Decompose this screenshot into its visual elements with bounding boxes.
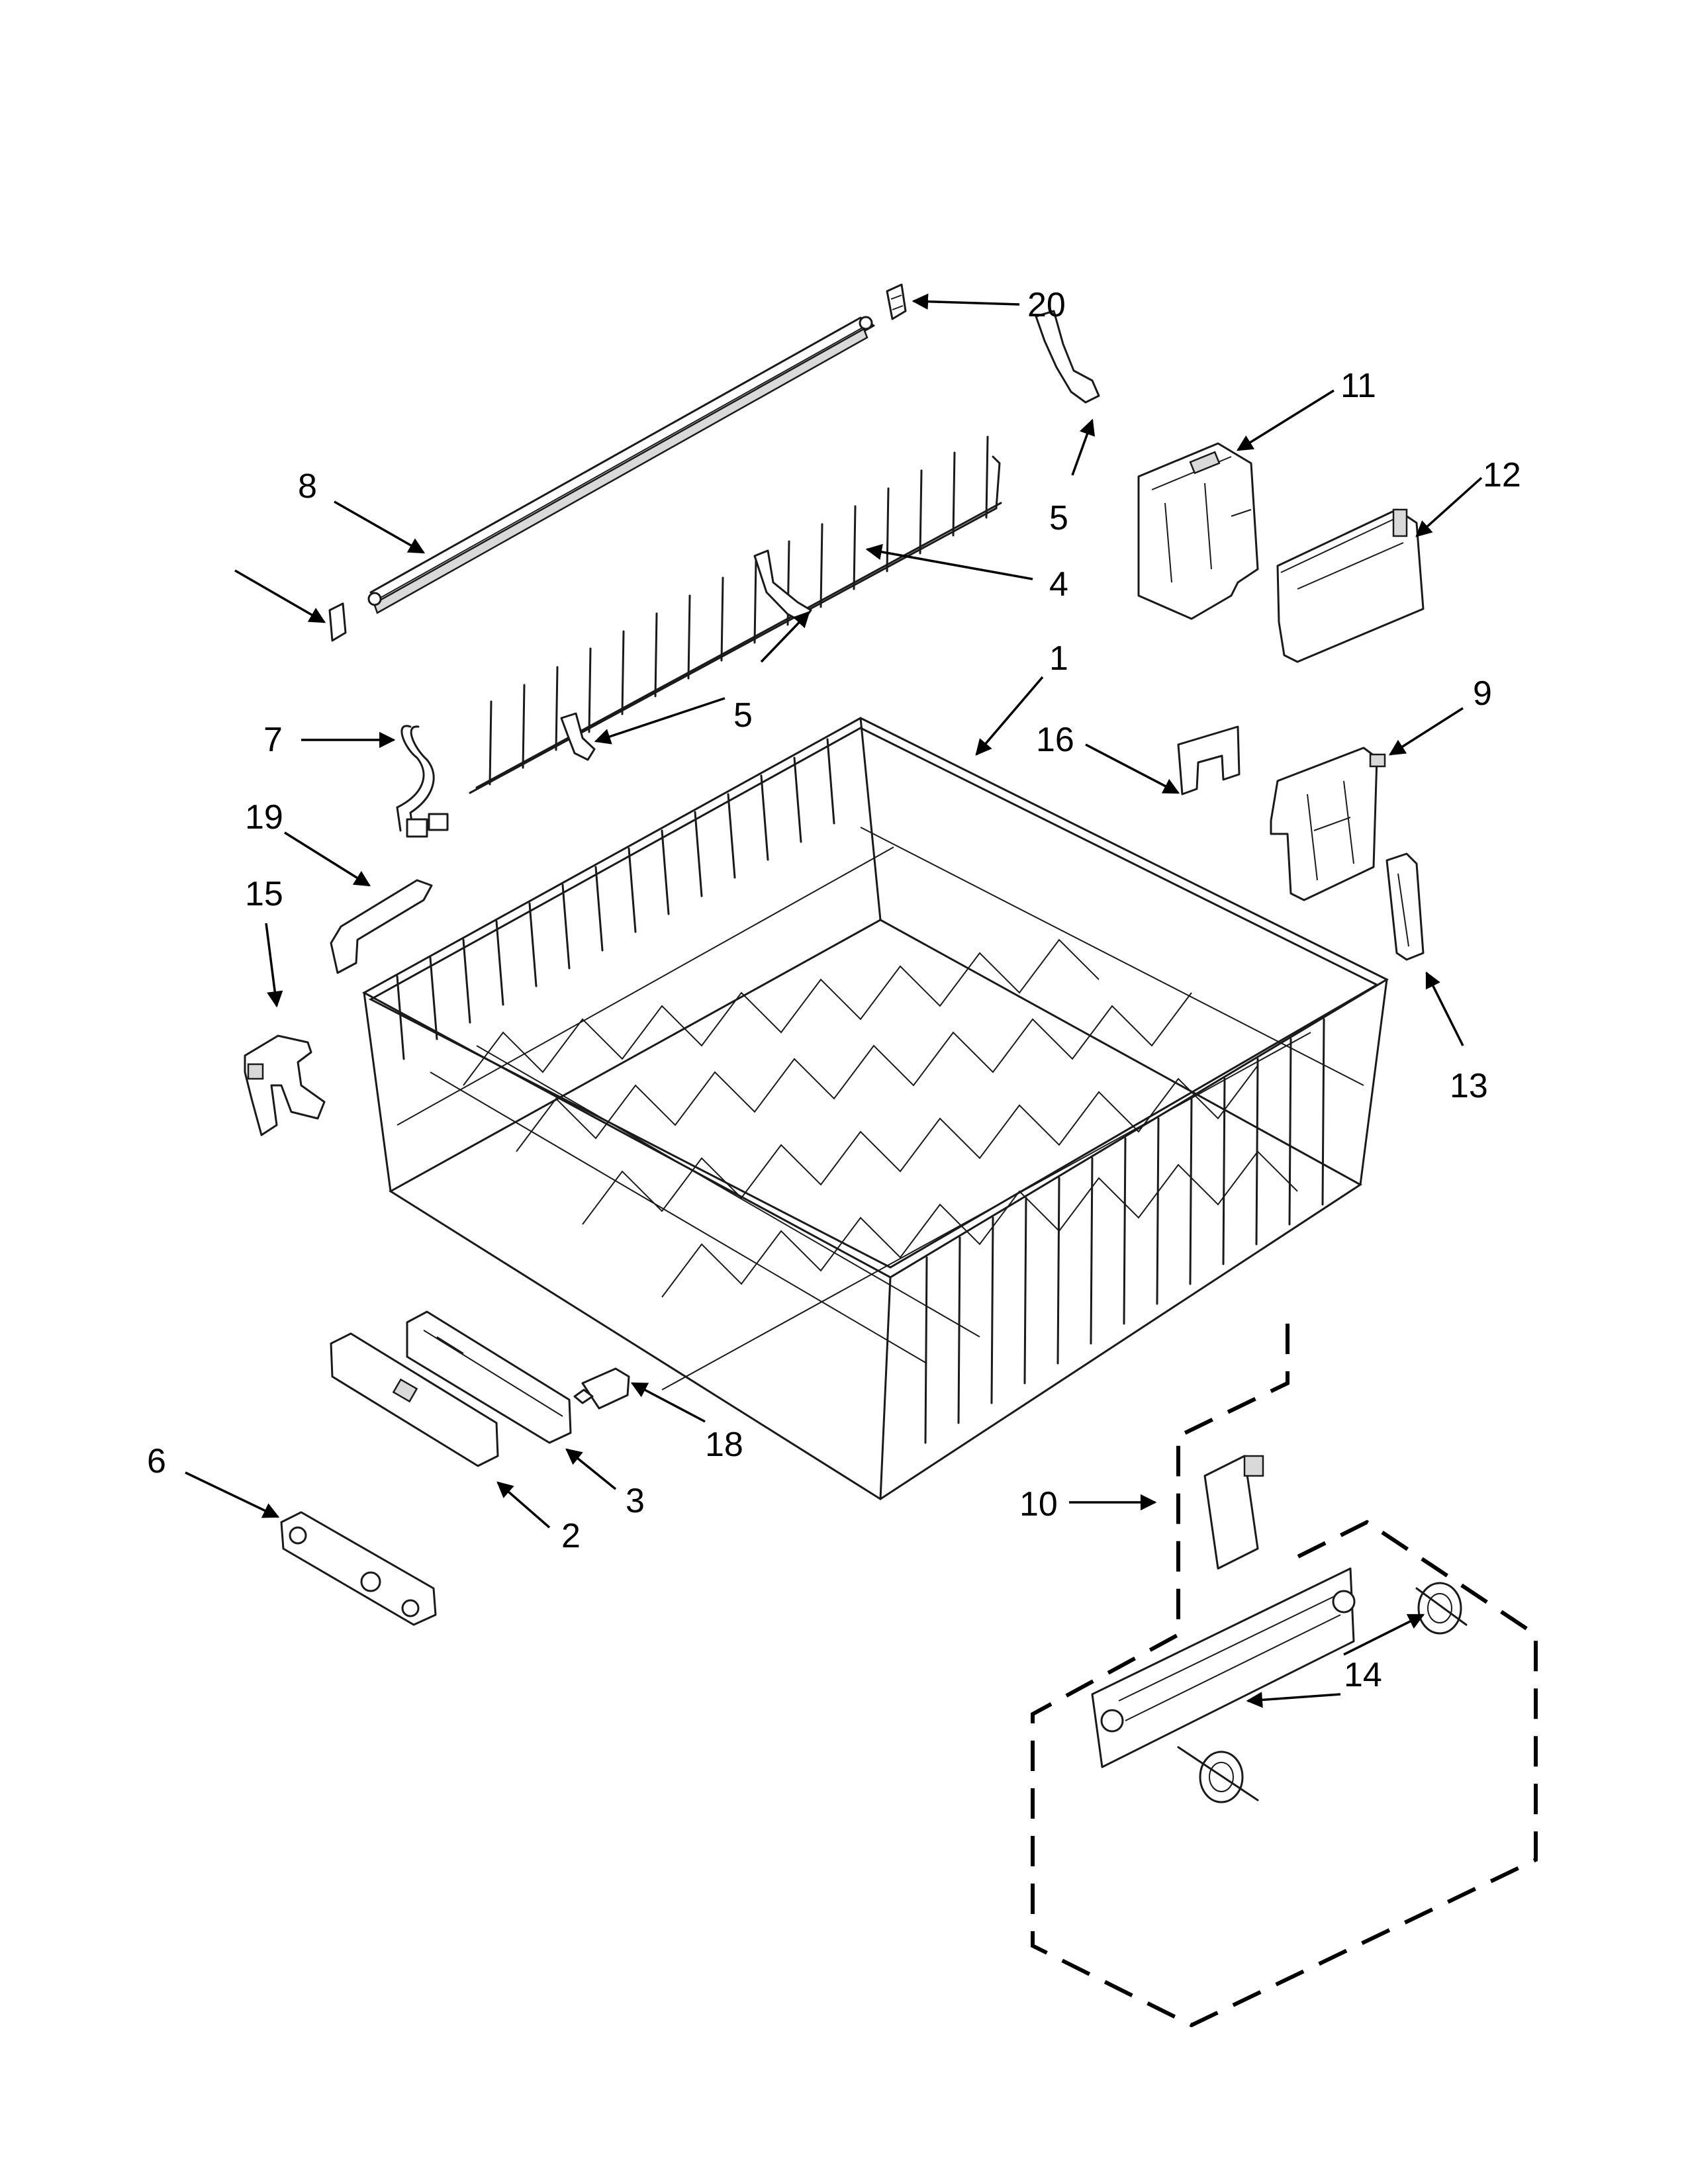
callout-12: 12 bbox=[1483, 456, 1521, 494]
part-5-clip-upper bbox=[1035, 310, 1100, 404]
part-20-end-cap bbox=[328, 602, 347, 642]
leader-20 bbox=[234, 569, 326, 623]
part-12-guard bbox=[1276, 508, 1425, 663]
leader-12 bbox=[1415, 477, 1483, 537]
leader-lines bbox=[185, 293, 1483, 1708]
part-6-bracket bbox=[280, 1511, 437, 1626]
callout-8: 8 bbox=[298, 467, 317, 506]
part-7-wire-clip bbox=[396, 725, 449, 838]
part-1-rack bbox=[361, 717, 1389, 1500]
part-13-latch bbox=[1385, 852, 1425, 961]
leader-2 bbox=[496, 1481, 551, 1529]
part-15-hanger bbox=[244, 1034, 326, 1136]
leader-6 bbox=[185, 1471, 280, 1518]
leader-17 bbox=[912, 293, 1020, 310]
part-9-adjuster-housing bbox=[1270, 747, 1386, 901]
leader-1 bbox=[975, 676, 1044, 756]
leader-5-upper bbox=[1071, 418, 1096, 476]
callout-numbers: 20 11 8 12 5 4 1 9 5 7 16 19 15 13 18 6 … bbox=[147, 286, 1521, 1694]
part-5-clip-lower bbox=[560, 549, 812, 761]
part-16-small-clip bbox=[1177, 725, 1241, 796]
callout-18: 18 bbox=[705, 1426, 743, 1464]
leader-15 bbox=[265, 923, 283, 1008]
leader-18 bbox=[630, 1382, 706, 1423]
leader-14-b bbox=[1246, 1692, 1341, 1708]
part-3-handle-base bbox=[406, 1310, 572, 1444]
leader-19 bbox=[284, 831, 371, 887]
leader-13 bbox=[1425, 971, 1464, 1046]
callout-11: 11 bbox=[1340, 367, 1376, 405]
leader-5-lower-a bbox=[594, 697, 726, 745]
leader-14-a bbox=[1343, 1614, 1425, 1656]
part-17-end-clip bbox=[886, 283, 907, 320]
part-14-wheels bbox=[1177, 1582, 1468, 1803]
leader-9 bbox=[1388, 707, 1464, 756]
leader-4 bbox=[865, 543, 1033, 580]
callout-13: 13 bbox=[1450, 1067, 1488, 1105]
callout-19: 19 bbox=[245, 798, 283, 837]
part-18-screw bbox=[573, 1367, 630, 1410]
callout-4: 4 bbox=[1049, 565, 1068, 604]
part-4-tine-row bbox=[469, 435, 1002, 794]
callout-15: 15 bbox=[245, 875, 283, 913]
part-19-lever bbox=[330, 879, 433, 974]
callout-7: 7 bbox=[263, 721, 283, 759]
callout-6: 6 bbox=[147, 1442, 166, 1480]
callout-16: 16 bbox=[1036, 721, 1074, 759]
callout-2: 2 bbox=[561, 1517, 581, 1555]
callout-5-upper: 5 bbox=[1049, 499, 1068, 537]
callout-17: 20 bbox=[1027, 286, 1066, 324]
leader-11 bbox=[1236, 389, 1335, 451]
part-8-rail bbox=[367, 316, 875, 614]
callout-14: 14 bbox=[1344, 1656, 1382, 1694]
leader-5-lower-b bbox=[760, 611, 810, 663]
leader-8 bbox=[334, 500, 426, 554]
callout-10: 10 bbox=[1019, 1485, 1058, 1524]
leader-16 bbox=[1085, 743, 1180, 794]
part-10-adjuster-assembly bbox=[1031, 1324, 1538, 2028]
part-11-bracket bbox=[1137, 442, 1259, 620]
callout-1: 1 bbox=[1049, 639, 1068, 678]
callout-5-lower: 5 bbox=[733, 696, 753, 735]
leader-3 bbox=[565, 1448, 617, 1490]
callout-9: 9 bbox=[1473, 674, 1492, 713]
callout-3: 3 bbox=[626, 1482, 645, 1520]
part-2-handle-cover bbox=[330, 1332, 499, 1467]
